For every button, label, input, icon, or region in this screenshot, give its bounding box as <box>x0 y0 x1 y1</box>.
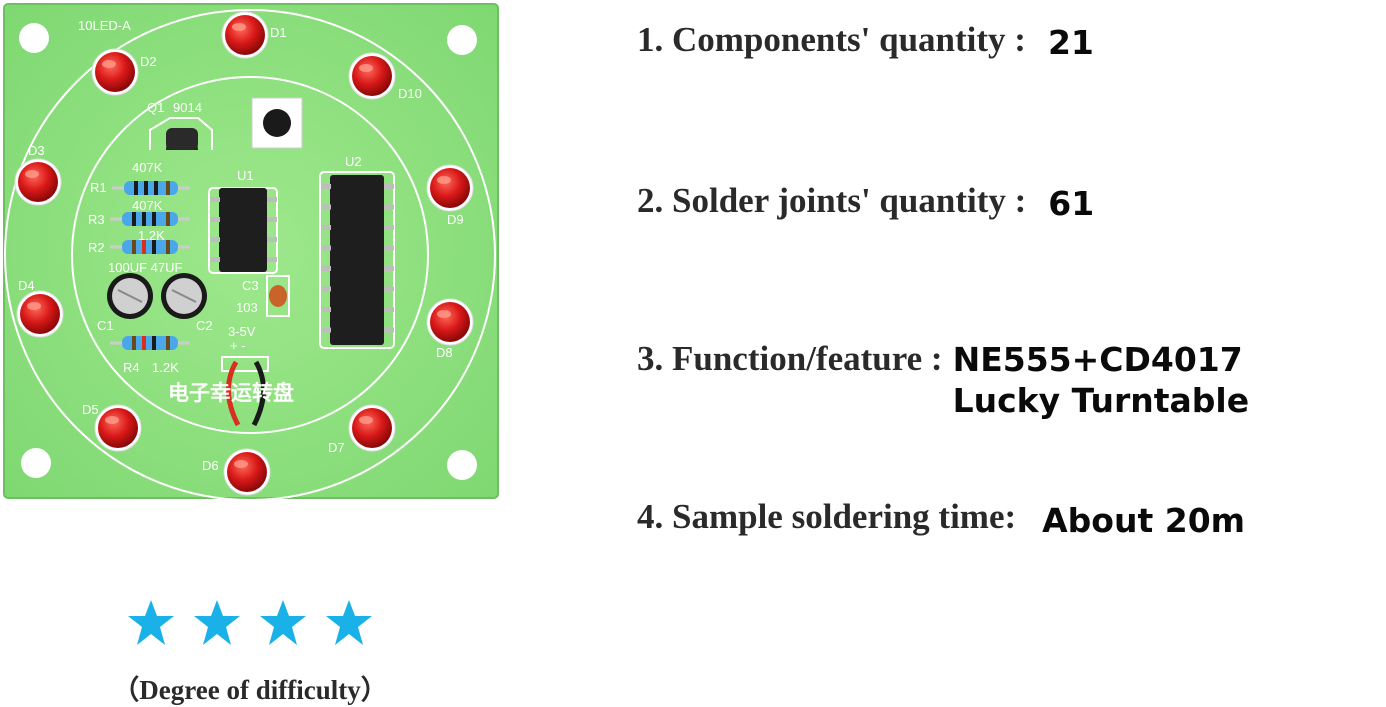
star-icon <box>194 600 240 645</box>
spec-soldering-time: 4. Sample soldering time: About 20m <box>637 497 1245 541</box>
led-label: D9 <box>447 212 464 227</box>
c3-value: 103 <box>236 300 258 315</box>
led-d8: D8 <box>426 298 474 360</box>
spec-value: 21 <box>1047 23 1094 62</box>
mounting-hole <box>19 23 49 53</box>
spec-label: 1. Components' quantity : <box>637 20 1026 59</box>
led-label: D7 <box>328 440 345 455</box>
spec-label: 2. Solder joints' quantity : <box>637 181 1027 220</box>
resistor-r3 <box>110 212 190 226</box>
capacitor-values: 100UF 47UF <box>108 260 182 275</box>
spec-value: NE555+CD4017 Lucky Turntable <box>952 340 1250 420</box>
u2-label: U2 <box>345 154 362 169</box>
c3-label: C3 <box>242 278 259 293</box>
led-d5: D5 <box>82 402 142 452</box>
difficulty-rating <box>126 598 374 648</box>
led-d7: D7 <box>328 404 396 455</box>
spec-value: 61 <box>1048 184 1095 223</box>
polarity-label: + - <box>230 338 246 353</box>
r4-label: R4 <box>123 360 140 375</box>
spec-solder-joints: 2. Solder joints' quantity : 61 <box>637 181 1094 224</box>
transistor-label: Q1 <box>147 100 164 115</box>
mounting-hole <box>21 448 51 478</box>
led-label: D4 <box>18 278 35 293</box>
led-label: D3 <box>28 143 45 158</box>
ic-u2 <box>319 171 395 349</box>
capacitor-c1 <box>107 273 153 319</box>
spec-label: 4. Sample soldering time: <box>637 497 1017 536</box>
c2-label: C2 <box>196 318 213 333</box>
transistor-outline <box>149 117 213 150</box>
voltage-label: 3-5V <box>228 324 256 339</box>
spec-label: 3. Function/feature : <box>637 339 943 378</box>
u1-label: U1 <box>237 168 254 183</box>
led-d4: D4 <box>16 278 64 338</box>
led-d9: D9 <box>426 164 474 227</box>
r2-label: R2 <box>88 240 105 255</box>
led-label: D10 <box>398 86 422 101</box>
r1-value: 407K <box>132 160 163 175</box>
spec-components-quantity: 1. Components' quantity : 21 <box>637 20 1094 63</box>
spec-value: About 20m <box>1042 501 1246 540</box>
mounting-hole <box>447 450 477 480</box>
led-d3: D3 <box>14 143 62 206</box>
star-icon <box>260 600 306 645</box>
power-terminal <box>221 356 269 372</box>
board-chinese-title: 电子幸运转盘 <box>168 381 294 405</box>
difficulty-caption: （Degree of difficulty） <box>112 675 388 705</box>
led-label: D6 <box>202 458 219 473</box>
transistor-part: 9014 <box>173 100 202 115</box>
r3-value: 407K <box>132 198 163 213</box>
resistor-r4 <box>110 336 190 350</box>
spec-function-feature: 3. Function/feature : NE555+CD4017 Lucky… <box>637 339 1353 421</box>
led-d2: D2 <box>91 48 157 96</box>
c1-label: C1 <box>97 318 114 333</box>
r3-label: R3 <box>88 212 105 227</box>
resistor-r2 <box>110 240 190 254</box>
resistor-r1 <box>112 181 190 195</box>
led-label: D1 <box>270 25 287 40</box>
led-d6: D6 <box>202 448 271 496</box>
led-label: D8 <box>436 345 453 360</box>
board-label: 10LED-A <box>78 18 131 33</box>
ic-u1 <box>208 187 278 274</box>
led-label: D2 <box>140 54 157 69</box>
r1-label: R1 <box>90 180 107 195</box>
capacitor-c3 <box>269 285 287 307</box>
star-icon <box>326 600 372 645</box>
led-label: D5 <box>82 402 99 417</box>
capacitor-c2 <box>161 273 207 319</box>
led-d10: D10 <box>348 52 422 101</box>
mounting-hole <box>447 25 477 55</box>
led-d1: D1 <box>221 11 287 59</box>
r4-value: 1.2K <box>152 360 179 375</box>
star-icon <box>128 600 174 645</box>
r2-value: 1.2K <box>138 228 165 243</box>
red-wire <box>225 360 241 427</box>
black-wire <box>251 360 267 427</box>
